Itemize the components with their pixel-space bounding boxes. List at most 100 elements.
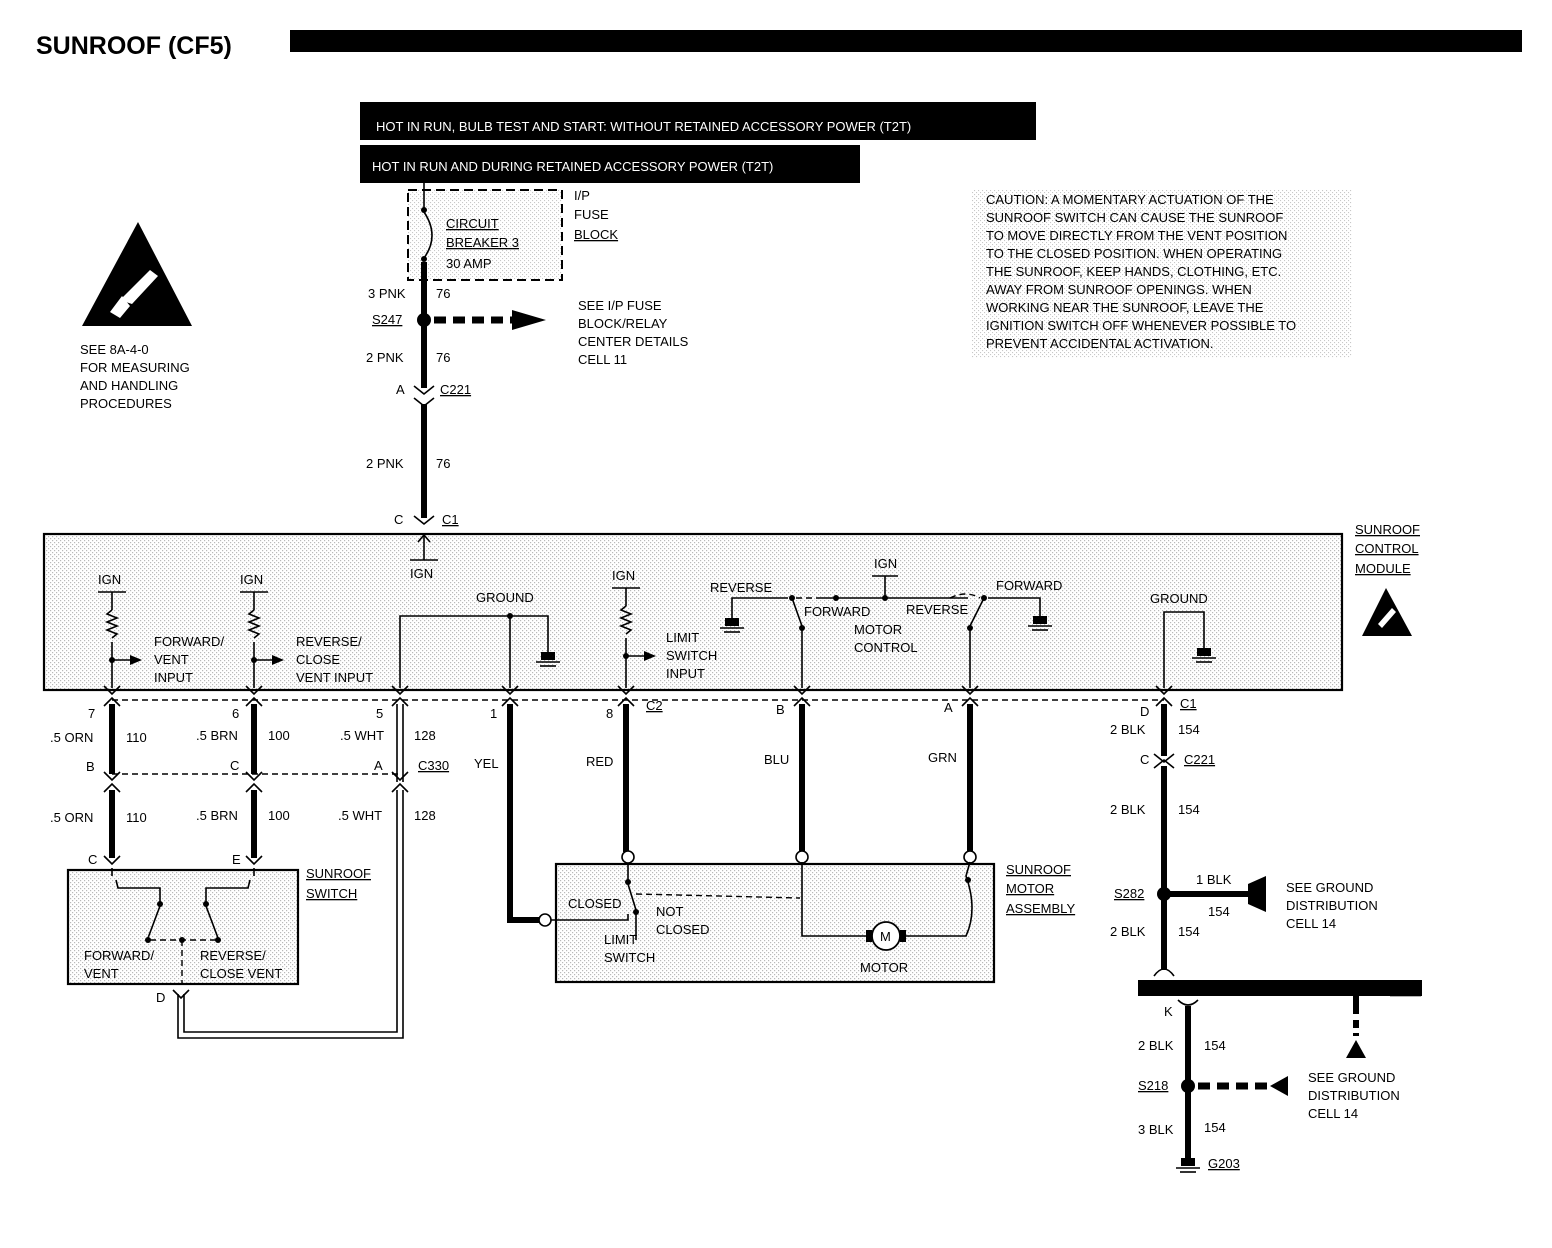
limit-switch-icon [551, 863, 801, 940]
relay-right-contact [969, 597, 985, 627]
module-name-2: CONTROL [1355, 541, 1419, 556]
fuse-block-box [407, 189, 563, 281]
see-ground-1a: SEE GROUND [1286, 880, 1373, 895]
wht-wire-upper [396, 704, 404, 782]
connector-c2: C2 [646, 698, 663, 713]
blk2-label: 2 BLK [1110, 802, 1146, 817]
grn-label: GRN [928, 750, 957, 765]
relay-left-reverse: REVERSE [710, 580, 772, 595]
feed-wire-1-circuit: 76 [436, 286, 450, 301]
limit-input-2: SWITCH [666, 648, 717, 663]
caution-text: CAUTION: A MOMENTARY ACTUATION OF THE SU… [986, 192, 1296, 351]
blk1-label: 2 BLK [1110, 722, 1146, 737]
orn-circuit-2: 110 [126, 810, 147, 825]
limit-switch-2: SWITCH [604, 950, 655, 965]
yel-label: YEL [474, 756, 499, 771]
esd-note-2: FOR MEASURING [80, 360, 190, 375]
c1-pin-c: C [394, 512, 403, 527]
page-title: SUNROOF (CF5) [36, 32, 232, 60]
motor-assy-name-3: ASSEMBLY [1006, 901, 1075, 916]
limit-pullup-resistor [618, 605, 634, 635]
c221-right-pin: C [1140, 752, 1149, 767]
module-name-3: MODULE [1355, 561, 1411, 576]
s282-wire-label: 1 BLK [1196, 872, 1232, 887]
ign-rev: IGN [240, 572, 263, 587]
c330-label: C330 [418, 758, 449, 773]
see-ground-2c: CELL 14 [1308, 1106, 1358, 1121]
svg-text:AWAY FROM SUNROOF OPENINGS. WH: AWAY FROM SUNROOF OPENINGS. WHEN [986, 282, 1252, 297]
power-banner-2 [360, 145, 860, 183]
svg-text:TO THE CLOSED POSITION. WHEN O: TO THE CLOSED POSITION. WHEN OPERATING [986, 246, 1282, 261]
limit-not-closed-1: NOT [656, 904, 684, 919]
svg-text:WORKING NEAR THE SUNROOF, LEAV: WORKING NEAR THE SUNROOF, LEAVE THE [986, 300, 1264, 315]
pin-a: A [944, 700, 953, 715]
ground-g203-icon [1176, 1158, 1200, 1173]
orn-label-1: .5 ORN [50, 730, 93, 745]
brn-circuit-1: 100 [268, 728, 290, 743]
s218-label: S218 [1138, 1078, 1168, 1093]
motor-assy-name-1: SUNROOF [1006, 862, 1071, 877]
s282-label: S282 [1114, 886, 1144, 901]
svg-text:TO MOVE DIRECTLY FROM THE VENT: TO MOVE DIRECTLY FROM THE VENT POSITION [986, 228, 1287, 243]
orn-label-2: .5 ORN [50, 810, 93, 825]
relay-left-contact [791, 597, 803, 627]
s282-wire-circuit: 154 [1208, 904, 1230, 919]
title-bar [290, 30, 1522, 52]
c330-pin-c: C [230, 758, 239, 773]
blk1-circuit: 154 [1178, 722, 1200, 737]
c330-pin-a: A [374, 758, 383, 773]
c330-pin-b: B [86, 759, 95, 774]
fuse-block-name-1: I/P [574, 188, 590, 203]
fwd-input-3: INPUT [154, 670, 193, 685]
ground-right-icon [1192, 648, 1216, 663]
feed-wire-3-circuit: 76 [436, 456, 450, 471]
c1-label: C1 [442, 512, 459, 527]
pin-1: 1 [490, 706, 497, 721]
c330-chevrons [103, 771, 409, 793]
pin-6: 6 [232, 706, 239, 721]
motor-m: M [880, 929, 891, 944]
esd-note-1: SEE 8A-4-0 [80, 342, 149, 357]
blk-k-circuit: 154 [1204, 1038, 1226, 1053]
limit-closed: CLOSED [568, 896, 621, 911]
blk-k-label: 2 BLK [1138, 1038, 1174, 1053]
ground-right-label: GROUND [1150, 591, 1208, 606]
blk2-circuit: 154 [1178, 802, 1200, 817]
blk-g-circuit: 154 [1204, 1120, 1226, 1135]
wht-label-2: .5 WHT [338, 808, 382, 823]
esd-warning-icon [82, 222, 192, 326]
power-banner-1-text: HOT IN RUN, BULB TEST AND START: WITHOUT… [376, 119, 911, 134]
caution-box [972, 190, 1352, 358]
rev-input-3: VENT INPUT [296, 670, 373, 685]
module-pin-chevrons [103, 685, 1173, 707]
svg-text:PREVENT ACCIDENTAL ACTIVATION.: PREVENT ACCIDENTAL ACTIVATION. [986, 336, 1214, 351]
fuse-block-name-2: FUSE [574, 207, 609, 222]
relay-right-forward: FORWARD [996, 578, 1062, 593]
switch-pin-d: D [156, 990, 165, 1005]
yel-wire [507, 704, 540, 923]
pin-d: D [1140, 704, 1149, 719]
c332-label: C332 [1390, 982, 1421, 997]
connector-c1-bottom: C1 [1180, 696, 1197, 711]
motor-control-1: MOTOR [854, 622, 902, 637]
breaker-label-2: BREAKER 3 [446, 235, 519, 250]
see-ground-2a: SEE GROUND [1308, 1070, 1395, 1085]
svg-text:IGNITION SWITCH OFF WHENEVER P: IGNITION SWITCH OFF WHENEVER POSSIBLE TO [986, 318, 1296, 333]
feed-wire-2-circuit: 76 [436, 350, 450, 365]
pin-5: 5 [376, 706, 383, 721]
blk3-label: 2 BLK [1110, 924, 1146, 939]
breaker-label-3: 30 AMP [446, 256, 492, 271]
ign-limit: IGN [612, 568, 635, 583]
fwd-pullup-resistor [104, 609, 120, 639]
limit-input-3: INPUT [666, 666, 705, 681]
c221-label: C221 [440, 382, 471, 397]
splice-s218 [1181, 1079, 1195, 1093]
power-banner-1 [360, 102, 1036, 140]
switch-rev-2: CLOSE VENT [200, 966, 282, 981]
pin-8: 8 [606, 706, 613, 721]
orn-circuit-1: 110 [126, 730, 147, 745]
limit-not-closed-2: CLOSED [656, 922, 709, 937]
red-label: RED [586, 754, 613, 769]
sunroof-switch [66, 868, 300, 986]
